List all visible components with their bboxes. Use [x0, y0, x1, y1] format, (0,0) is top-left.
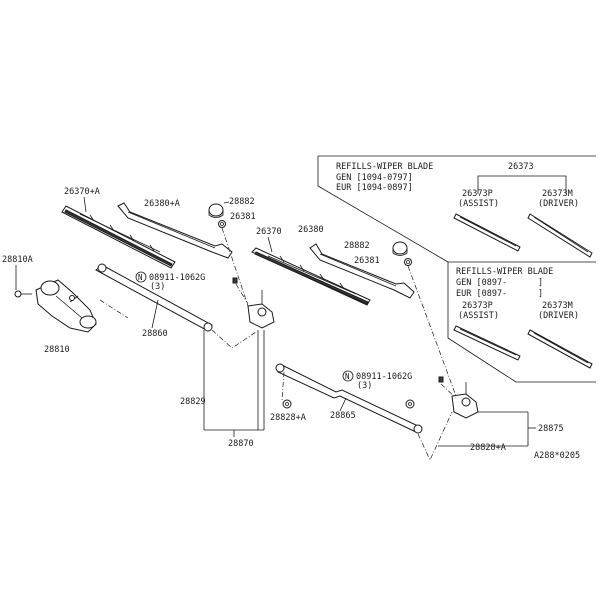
refill-box-gen-range-gen: GEN [1094-0797] — [336, 173, 413, 183]
refill-strip-driver-b — [527, 329, 593, 369]
label-26370a: 26370+A — [64, 187, 100, 197]
label-28828a-b: 28828+A — [470, 443, 506, 453]
bolt-28810a — [14, 290, 32, 298]
label-28810a: 28810A — [2, 255, 33, 265]
refill-box-later-range-eur-close: ] — [538, 289, 543, 299]
refill-box-later-range-eur: EUR [0897- — [456, 289, 507, 299]
refill-strip-assist-b — [453, 325, 521, 361]
wiper-arm-26380a — [117, 202, 233, 259]
refill-box-gen: REFILLS-WIPER BLADE GEN [1094-0797] EUR … — [317, 155, 596, 263]
bracket-28870 — [203, 330, 265, 437]
nut-symbol-b: N — [342, 370, 354, 382]
refill-box-gen-border-left — [317, 156, 449, 263]
label-nut-b-qty: (3) — [357, 381, 372, 391]
refill-box-later: REFILLS-WIPER BLADE GEN [0897- ] EUR [08… — [447, 262, 596, 383]
label-26381-a: 26381 — [230, 212, 256, 222]
label-28810: 28810 — [44, 345, 70, 355]
bracket-26373 — [477, 175, 567, 194]
label-nut-b-code: 08911-1062G — [356, 372, 412, 382]
centerline-28865-right — [417, 411, 453, 461]
label-26373p-a: 26373P — [462, 189, 493, 199]
refill-box-gen-title: REFILLS-WIPER BLADE — [336, 162, 433, 172]
nut-26381-b — [404, 258, 412, 266]
pivot-assist — [247, 290, 275, 329]
centerline-nut-a — [235, 283, 249, 305]
wiper-blade-26370 — [251, 247, 371, 306]
leader-28865 — [339, 397, 347, 412]
cap-28882-b — [392, 241, 408, 256]
label-28875: 28875 — [538, 424, 564, 434]
nut-symbol-a: N — [135, 271, 147, 283]
centerline-driver-arm — [407, 265, 457, 397]
link-rod-28860 — [95, 263, 213, 332]
centerline-28865-left — [281, 371, 285, 401]
label-26380: 26380 — [298, 225, 324, 235]
refill-box-later-range-gen: GEN [0897- — [456, 278, 507, 288]
label-26373: 26373 — [508, 162, 534, 172]
label-driver-b: (DRIVER) — [538, 311, 579, 321]
refill-strip-assist-a — [453, 213, 521, 252]
label-26373m-b: 26373M — [542, 301, 573, 311]
label-28865: 28865 — [330, 411, 356, 421]
centerline-motor — [99, 299, 129, 319]
leader-28860 — [151, 299, 159, 329]
label-26373m-a: 26373M — [542, 189, 573, 199]
label-assist-a: (ASSIST) — [458, 199, 499, 209]
refill-box-later-range-gen-close: ] — [538, 278, 543, 288]
label-28828a: 28828+A — [270, 413, 306, 423]
wiper-motor-28810 — [35, 279, 97, 333]
refill-box-later-border — [447, 262, 596, 383]
wiper-arm-26380 — [309, 243, 415, 299]
link-rod-28865 — [275, 363, 423, 434]
reference-code: A288*0205 — [534, 451, 580, 461]
bracket-28875 — [438, 411, 536, 447]
label-driver-a: (DRIVER) — [538, 199, 579, 209]
nut-b — [438, 376, 444, 383]
label-28870: 28870 — [228, 439, 254, 449]
refill-box-gen-range-eur: EUR [1094-0897] — [336, 183, 413, 193]
leader-26370a — [83, 196, 87, 213]
leader-28882-a — [223, 201, 230, 204]
bushing-28828a-b — [405, 399, 415, 409]
nut-a — [232, 277, 238, 284]
label-nut-a-qty: (3) — [150, 282, 165, 292]
wiper-blade-26370a — [61, 205, 176, 269]
label-28882-a: 28882 — [229, 197, 255, 207]
refill-strip-driver-a — [527, 213, 593, 258]
label-28860: 28860 — [142, 329, 168, 339]
n-symbol-b: N — [345, 372, 350, 381]
nut-26381-a — [218, 220, 226, 228]
label-nut-a-code: 08911-1062G — [149, 273, 205, 283]
refill-box-later-title: REFILLS-WIPER BLADE — [456, 267, 553, 277]
label-26380a: 26380+A — [144, 199, 180, 209]
centerline-nut-b — [440, 383, 457, 399]
n-symbol-a: N — [138, 273, 143, 282]
pivot-driver — [451, 382, 479, 419]
cap-28882-a — [208, 203, 224, 218]
label-28882-b: 28882 — [344, 241, 370, 251]
label-26381-b: 26381 — [354, 256, 380, 266]
label-26373p-b: 26373P — [462, 301, 493, 311]
label-assist-b: (ASSIST) — [458, 311, 499, 321]
centerline-assist-arm — [221, 227, 249, 307]
label-26370: 26370 — [256, 227, 282, 237]
centerline-28860-pivot — [211, 329, 257, 349]
leader-26370 — [267, 236, 273, 253]
label-28829: 28829 — [180, 397, 206, 407]
bushing-28828a — [282, 399, 292, 409]
